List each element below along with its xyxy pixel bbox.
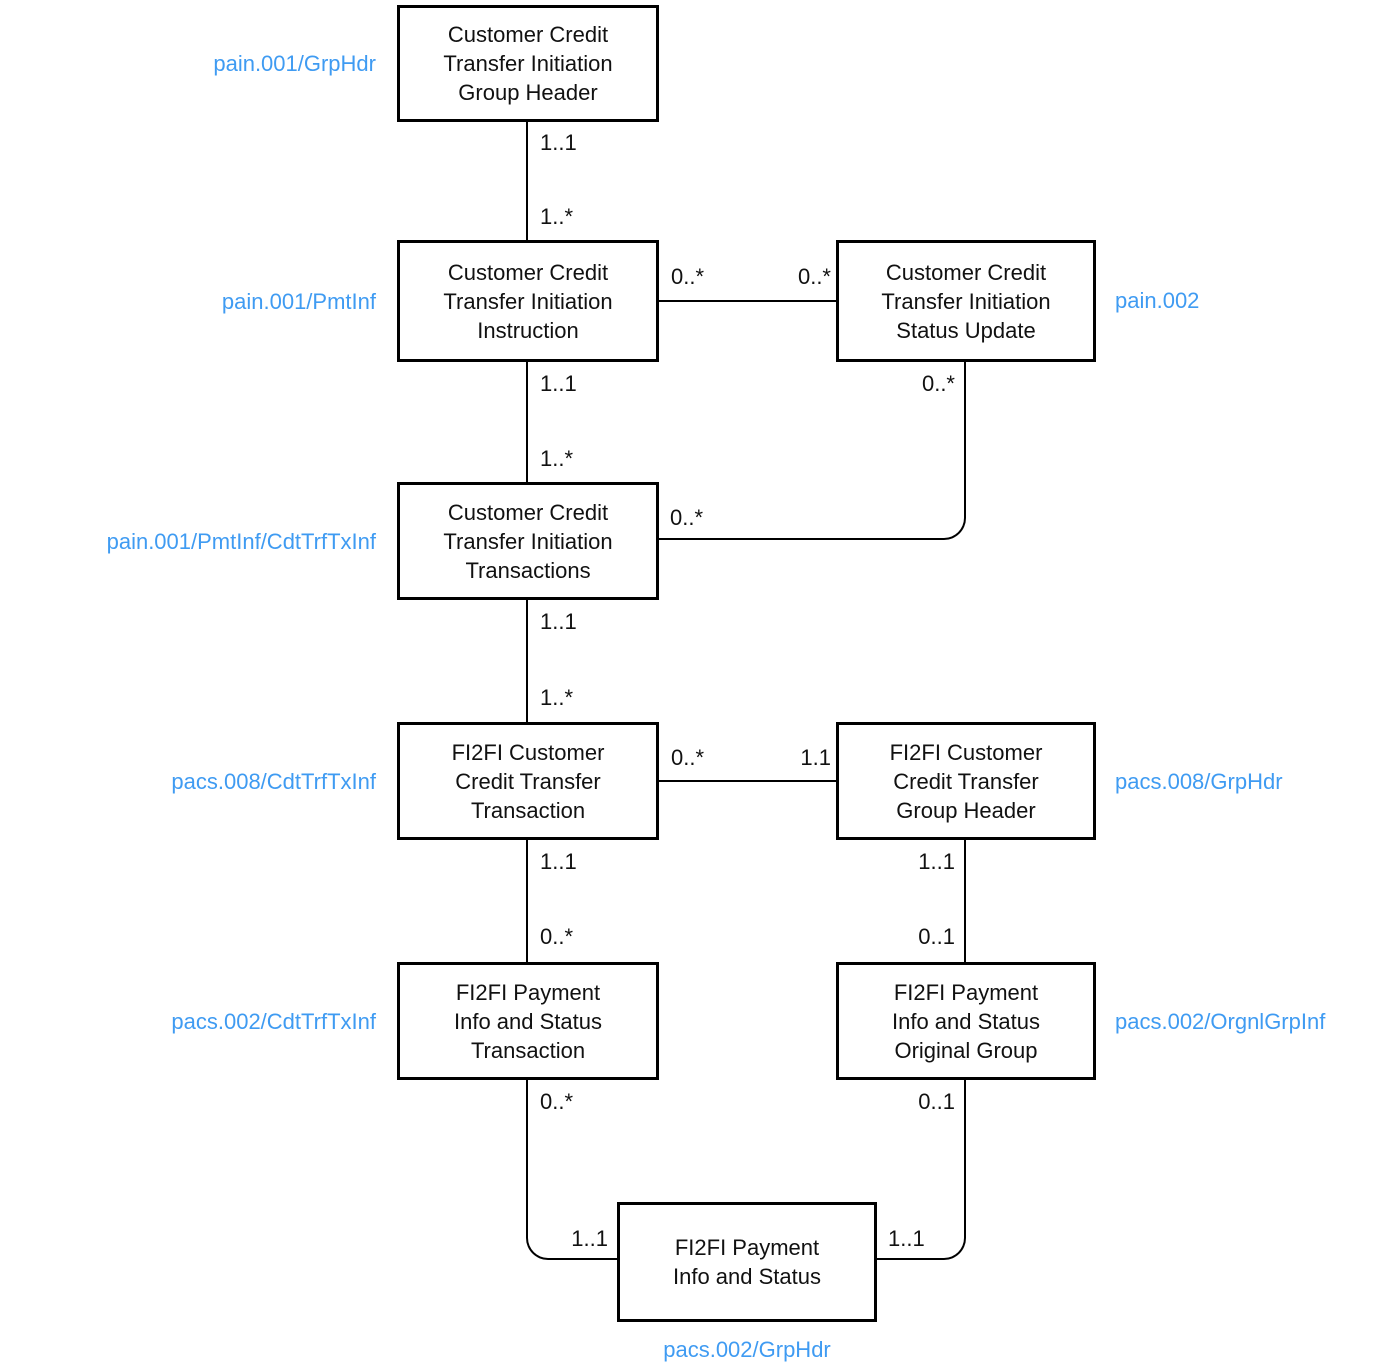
cardinality-label: 0..1 [918,1089,955,1114]
node-line: Group Header [458,80,598,105]
cardinality-label: 1.1 [800,745,831,770]
node-line: Customer Credit [447,499,609,525]
edge-fi2fitx-pmtstatustx-line [526,840,528,962]
tag-pacs008-cdttrftxinf: pacs.008/CdtTrfTxInf [171,769,376,794]
edge-pmtstatustx-pmtstatus-hline [548,1258,617,1260]
edge-transactions-fi2fitx-line [526,600,528,722]
node-line: Customer Credit [447,259,609,285]
edge-pmtstatustx-pmtstatus-vline [526,1080,528,1238]
edge-transactions-statusupdate-hline [659,538,944,540]
node-fi2fi-customer-credit-transfer-group-header: FI2FI Customer Credit Transfer Group Hea… [836,722,1096,840]
node-line: Status Update [896,317,1036,343]
node-customer-credit-transfer-initiation-group-header: Customer Credit Transfer Initiation Grou… [397,5,659,122]
node-fi2fi-payment-info-and-status-original-group: FI2FI Payment Info and Status Original G… [836,962,1096,1080]
node-customer-credit-transfer-initiation-transactions: Customer Credit Transfer Initiation Tran… [397,482,659,600]
cardinality-label: 1..1 [918,849,955,874]
node-line: Original Group [894,1037,1038,1063]
node-line: Customer Credit [447,22,609,47]
node-line: Transfer Initiation [443,51,613,76]
cardinality-label: 1..1 [540,849,577,874]
edge-pmtstatustx-pmtstatus-corner [526,1237,549,1260]
node-line: Transaction [470,1037,586,1063]
cardinality-label: 0..* [671,264,705,289]
tag-pacs008-grphdr: pacs.008/GrpHdr [1115,769,1283,794]
node-line: FI2FI Customer [889,739,1043,765]
node-line: Credit Transfer [893,768,1039,794]
edge-origgrp-pmtstatus-hline [877,1258,944,1260]
node-line: FI2FI Payment [455,979,601,1005]
cardinality-label: 1..1 [540,130,577,155]
cardinality-label: 1..* [540,446,574,471]
node-line: FI2FI Payment [893,979,1039,1005]
node-line: Group Header [896,797,1036,823]
cardinality-label: 1..1 [540,371,577,396]
edge-origgrp-pmtstatus-vline [964,1080,966,1238]
node-line: Transfer Initiation [443,288,613,314]
edge-fi2fitx-fi2figrphdr-line [659,780,836,782]
edge-transactions-statusupdate-corner [944,517,966,540]
cardinality-label: 0..* [671,745,705,770]
tag-pain001-grphdr: pain.001/GrpHdr [213,51,376,76]
cardinality-label: 0..* [540,924,574,949]
cardinality-label: 0..* [797,264,831,289]
edge-transactions-statusupdate-vline [964,362,966,518]
node-line: Instruction [477,317,579,343]
node-fi2fi-payment-info-and-status: FI2FI Payment Info and Status [617,1202,877,1322]
cardinality-label: 0..* [921,371,955,396]
tag-pain002: pain.002 [1115,288,1200,313]
node-line: FI2FI Customer [451,739,605,765]
cardinality-label: 1..1 [540,609,577,634]
node-line: FI2FI Payment [674,1235,820,1260]
edge-pmtinf-statusupdate-line [659,300,836,302]
cardinality-label: 1..* [540,204,574,229]
tag-pacs002-orgnlgrpinf: pacs.002/OrgnlGrpInf [1115,1009,1326,1034]
tag-pacs002-cdttrftxinf: pacs.002/CdtTrfTxInf [171,1009,376,1034]
node-customer-credit-transfer-initiation-status-update: Customer Credit Transfer Initiation Stat… [836,240,1096,362]
tag-pain001-pmtinf-cdttrftxinf: pain.001/PmtInf/CdtTrfTxInf [106,529,376,554]
tag-pacs002-grphdr: pacs.002/GrpHdr [663,1337,831,1362]
node-line: Transaction [470,797,586,823]
cardinality-label: 1..1 [571,1226,608,1251]
cardinality-label: 0..* [670,505,704,530]
node-line: Credit Transfer [455,768,601,794]
edge-origgrp-pmtstatus-corner [943,1237,966,1260]
node-line: Info and Status [454,1008,602,1034]
node-fi2fi-payment-info-and-status-transaction: FI2FI Payment Info and Status Transactio… [397,962,659,1080]
cardinality-label: 1..* [540,685,574,710]
node-line: Transactions [465,557,591,583]
edge-grphdr-pmtinf-line [526,122,528,240]
node-line: Transfer Initiation [881,288,1051,314]
edge-fi2figrphdr-origgrp-line [964,840,966,962]
cardinality-label: 0..* [540,1089,574,1114]
node-line: Info and Status [673,1264,821,1289]
node-line: Customer Credit [885,259,1047,285]
cardinality-label: 0..1 [918,924,955,949]
cardinality-label: 1..1 [888,1226,925,1251]
node-line: Info and Status [892,1008,1040,1034]
node-customer-credit-transfer-initiation-instruction: Customer Credit Transfer Initiation Inst… [397,240,659,362]
edge-pmtinf-transactions-line [526,362,528,482]
node-fi2fi-customer-credit-transfer-transaction: FI2FI Customer Credit Transfer Transacti… [397,722,659,840]
tag-pain001-pmtinf: pain.001/PmtInf [221,289,376,314]
node-line: Transfer Initiation [443,528,613,554]
